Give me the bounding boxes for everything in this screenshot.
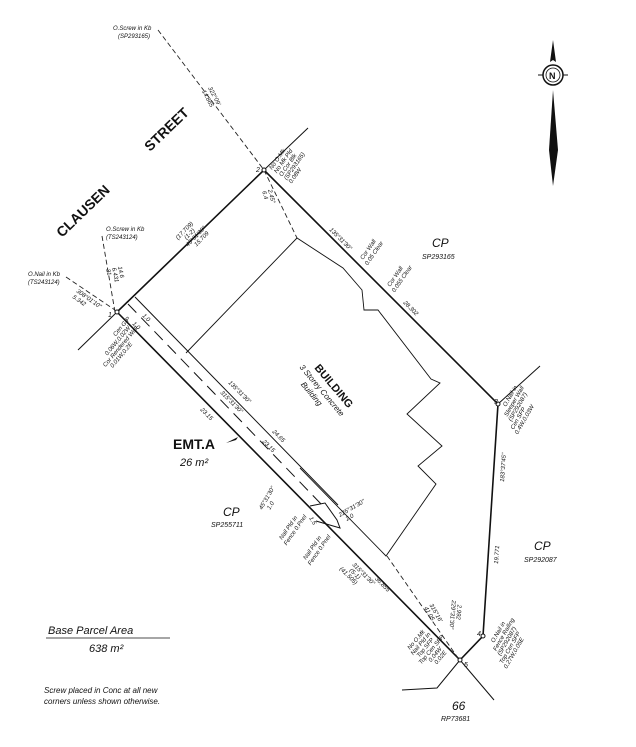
dim-point2-tie: 2.45° 6.4 xyxy=(260,188,276,205)
dim-emt-distance-2: 23.15 xyxy=(260,438,276,454)
dim-dash-5: 41.05 315°16' xyxy=(422,603,443,624)
svg-text:(TS243124): (TS243124) xyxy=(28,280,60,286)
easement-label: EMT.A xyxy=(173,436,215,452)
svg-text:O.Screw in Kb: O.Screw in Kb xyxy=(106,227,145,233)
survey-points xyxy=(114,167,501,663)
svg-text:229°31'30": 229°31'30" xyxy=(447,599,456,630)
svg-text:2.992: 2.992 xyxy=(454,603,461,620)
mark-screw-left: O.Screw in Kb (TS243124) xyxy=(106,227,145,241)
parcel-name: CP xyxy=(432,236,449,250)
mark-point-2: No O.Mk No Mk Pld O.Cor Blk (SP293165) 0… xyxy=(269,147,307,184)
note-line: corners unless shown otherwise. xyxy=(44,697,160,706)
point-label: 5 xyxy=(464,662,468,669)
dim-side-4-5: 229°31'30" 2.992 xyxy=(447,599,461,630)
dim-side-3-4-bearing: 183°37'45" xyxy=(500,452,508,482)
dim-emt-distance-1: 24.65 xyxy=(270,428,286,444)
dim-side-2-3-bearing: 135°31'30" xyxy=(328,227,353,252)
dim-side-5-1: 315°31'30" (5-1) (41.505) 36.855 xyxy=(338,562,391,594)
dim-top-dash: 322°09' 14.865 xyxy=(200,86,221,109)
street-name-clausen: CLAUSEN xyxy=(53,182,113,241)
north-arrow-icon: N xyxy=(538,40,568,186)
parcel-plan: RP73681 xyxy=(441,716,470,723)
base-area-value: 638 m² xyxy=(89,643,124,655)
svg-text:31: 31 xyxy=(104,268,111,276)
svg-text:6.4: 6.4 xyxy=(260,191,268,201)
dim-width-2: 1.0 xyxy=(131,321,142,332)
svg-text:(SP293165): (SP293165) xyxy=(118,34,150,40)
parcel-boundary xyxy=(77,127,541,701)
building-label: BUILDING 3 Storey Concrete Building xyxy=(298,362,355,418)
dim-corner-1: 45°31'30" 1.0 xyxy=(259,485,277,511)
mark-point-4: O.Nail in Fence Railing (SP292087) Top C… xyxy=(491,617,527,670)
point-label: 4 xyxy=(477,631,481,638)
svg-text:2.0: 2.0 xyxy=(344,513,356,523)
note-line: Screw placed in Conc at all new xyxy=(44,686,159,695)
mark-point-5: No O.Mk Nail Pld In Top SFP Top Cen SFP … xyxy=(407,629,449,666)
parcel-plan: SP293165 xyxy=(422,254,455,261)
svg-text:14.6: 14.6 xyxy=(116,266,124,279)
parcel-name: CP xyxy=(534,539,551,553)
survey-ties xyxy=(65,29,459,659)
easement-lines xyxy=(127,296,341,529)
dim-width-1: 1.0 xyxy=(141,313,152,324)
mark-nail-fence-1: Nail Pld In Fence 0.Pnel xyxy=(279,514,309,547)
dim-corner-2: 225°31'30" 2.0 xyxy=(337,499,367,524)
mark-nail-fence-2: Nail Pld In Fence 0.Pnel xyxy=(303,534,333,567)
point-label: 3 xyxy=(494,399,498,406)
svg-text:1.0: 1.0 xyxy=(267,500,277,511)
street-name-street: STREET xyxy=(141,104,192,154)
dim-left-dash: 6.431 14.6 31 xyxy=(104,266,124,283)
svg-text:36.855: 36.855 xyxy=(373,576,391,594)
easement-area: 26 m² xyxy=(179,457,208,469)
point-label: 2 xyxy=(255,167,260,174)
svg-text:2.45°: 2.45° xyxy=(266,188,276,205)
svg-text:O.Nail in Kb: O.Nail in Kb xyxy=(28,272,61,278)
dim-cor-wall-2: Cor Wall 0.055 Clear xyxy=(387,264,415,294)
parcel-plan: SP292087 xyxy=(524,557,558,564)
dim-cor-wall-1: Cor Wall 0.05 Clear xyxy=(360,238,386,266)
mark-nail-left: O.Nail in Kb (TS243124) xyxy=(28,272,61,286)
easement-pointer xyxy=(226,428,244,443)
dim-side-1-2: (17.709) (1-2) 45°31'30" 15.709 xyxy=(175,221,211,248)
dim-side-3-4-distance: 19.771 xyxy=(494,545,501,564)
svg-text:(TS243124): (TS243124) xyxy=(106,235,138,241)
parcel-name: 66 xyxy=(452,699,466,713)
svg-text:6.431: 6.431 xyxy=(110,267,119,283)
point-label: 1 xyxy=(108,312,112,319)
mark-screw-top: O.Screw in Kb (SP293165) xyxy=(113,26,152,40)
dim-nail-dash: 308°01'10" 5.342 xyxy=(71,289,103,311)
parcel-plan: SP255711 xyxy=(211,522,243,529)
parcel-name: CP xyxy=(223,505,240,519)
base-area-label: Base Parcel Area xyxy=(48,625,133,637)
svg-text:O.Screw in Kb: O.Screw in Kb xyxy=(113,26,152,32)
dim-width-3: 1.5 xyxy=(307,516,317,527)
building-outline xyxy=(185,237,443,557)
svg-text:N: N xyxy=(549,71,556,81)
mark-point-3: O.Nail in Sleeper Wall (SP292087) Cen SF… xyxy=(503,385,537,436)
